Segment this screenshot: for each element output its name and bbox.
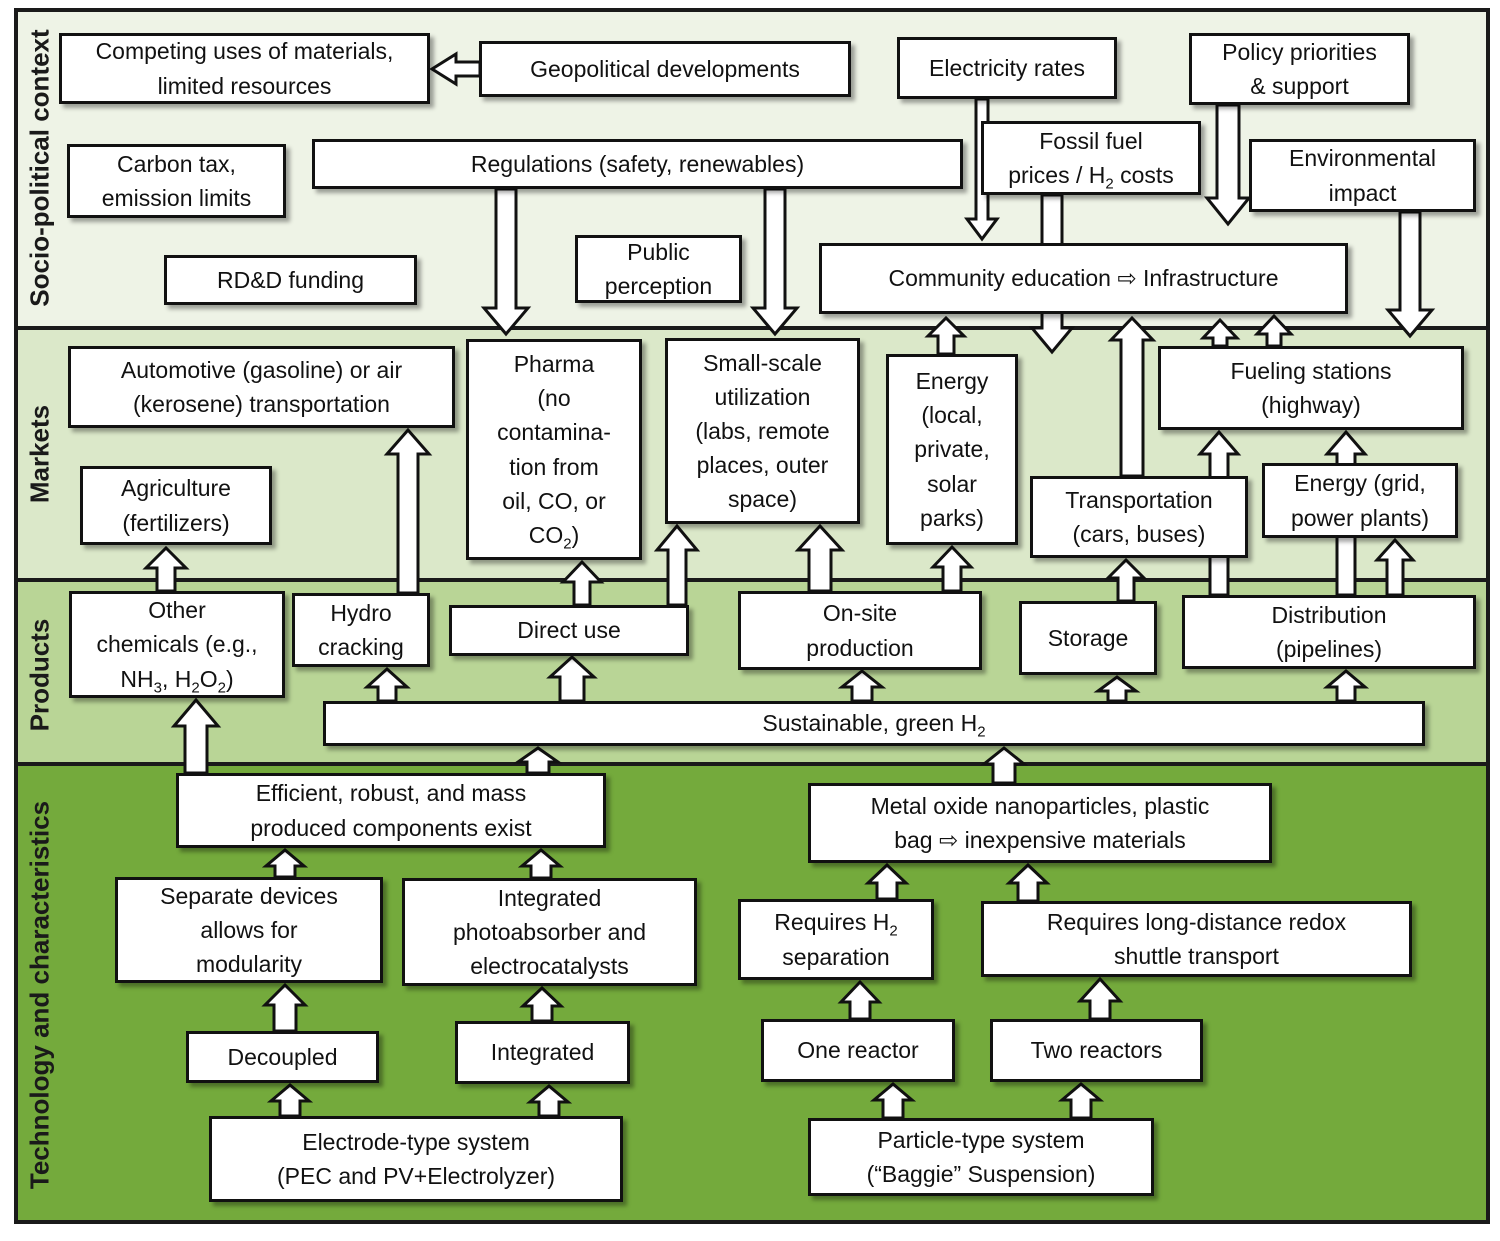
arrow-storage-to-transportation	[1104, 557, 1148, 603]
box-requires-redox-shuttle: Requires long-distance redox shuttle tra…	[981, 901, 1412, 977]
arrow-efficient-to-green	[513, 746, 563, 775]
arrow-other-chemicals-to-agriculture	[142, 545, 190, 593]
arrow-green-to-hydro-cracking	[363, 666, 411, 703]
box-onsite-production: On-site production	[738, 591, 982, 670]
box-decoupled: Decoupled	[186, 1031, 379, 1083]
box-direct-use: Direct use	[449, 605, 689, 656]
arrow-direct-use-to-small-scale	[653, 523, 701, 607]
arrow-redox-to-metal-oxide	[1005, 862, 1051, 903]
arrow-particle-to-two-reactors	[1057, 1082, 1105, 1120]
arrow-h2-sep-to-metal-oxide	[864, 862, 910, 901]
arrow-electrode-to-integrated	[525, 1084, 573, 1118]
box-public-perception: Public perception	[575, 235, 742, 303]
arrow-fueling-to-community-right	[1253, 313, 1295, 348]
box-fueling-stations: Fueling stations (highway)	[1158, 346, 1464, 430]
arrow-green-to-storage	[1093, 675, 1141, 703]
arrow-onsite-to-small-scale	[794, 523, 846, 593]
box-integrated-photoabsorber: Integrated photoabsorber and electrocata…	[402, 878, 697, 986]
arrow-green-to-distribution	[1322, 669, 1370, 703]
box-community-education: Community education ⇨ Infrastructure	[819, 243, 1348, 314]
arrow-energy-local-to-community	[924, 315, 968, 356]
arrow-green-to-onsite	[837, 669, 887, 703]
arrow-regulations-to-pharma	[480, 187, 532, 337]
box-efficient-components: Efficient, robust, and mass produced com…	[176, 773, 606, 848]
box-policy-priorities: Policy priorities & support	[1189, 33, 1410, 105]
arrow-efficient-to-other-chemicals	[170, 697, 222, 775]
arrow-policy-to-community	[1203, 103, 1253, 227]
arrow-decoupled-to-separate	[261, 982, 309, 1033]
box-carbon-tax: Carbon tax, emission limits	[67, 144, 286, 218]
box-geopolitical-developments: Geopolitical developments	[479, 41, 851, 97]
arrow-particle-to-one-reactor	[869, 1082, 917, 1120]
arrow-one-reactor-to-h2-sep	[837, 979, 883, 1021]
arrow-integrated-to-integrated-photo	[519, 985, 565, 1023]
box-green-h2: Sustainable, green H2	[323, 701, 1425, 746]
arrow-integrated-photo-to-efficient	[517, 848, 565, 880]
box-rdd-funding: RD&D funding	[164, 255, 417, 305]
arrow-onsite-to-energy-local	[929, 544, 975, 593]
box-hydro-cracking: Hydro cracking	[292, 593, 430, 667]
box-two-reactors: Two reactors	[990, 1019, 1203, 1082]
arrow-fueling-to-community-left	[1199, 317, 1241, 348]
box-electrode-type-system: Electrode-type system (PEC and PV+Electr…	[209, 1116, 623, 1202]
arrow-two-reactors-to-redox	[1076, 976, 1124, 1021]
box-competing-uses: Competing uses of materials, limited res…	[59, 33, 430, 104]
box-particle-type-system: Particle-type system (“Baggie” Suspensio…	[808, 1118, 1154, 1196]
arrow-metal-oxide-to-green	[979, 746, 1029, 785]
box-integrated: Integrated	[455, 1021, 630, 1084]
arrow-direct-use-to-pharma	[559, 559, 605, 607]
arrow-hydro-cracking-to-automotive	[383, 427, 433, 595]
box-small-scale-utilization: Small-scale utilization (labs, remote pl…	[665, 338, 860, 524]
box-electricity-rates: Electricity rates	[897, 37, 1117, 99]
box-environmental-impact: Environmental impact	[1249, 139, 1476, 212]
box-distribution: Distribution (pipelines)	[1182, 595, 1476, 669]
arrow-env-impact-to-fueling	[1384, 210, 1436, 339]
box-energy-grid: Energy (grid, power plants)	[1262, 463, 1458, 538]
arrow-regulations-to-small-scale	[749, 187, 801, 337]
arrow-green-to-direct-use	[546, 654, 598, 703]
arrow-transportation-to-community	[1107, 315, 1157, 478]
box-agriculture: Agriculture (fertilizers)	[80, 466, 272, 545]
box-regulations: Regulations (safety, renewables)	[312, 139, 963, 189]
box-separate-devices: Separate devices allows for modularity	[115, 877, 383, 983]
box-transportation-cars: Transportation (cars, buses)	[1030, 476, 1248, 558]
arrow-electrode-to-decoupled	[266, 1083, 314, 1118]
box-storage: Storage	[1019, 601, 1157, 675]
box-energy-local: Energy (local, private, solar parks)	[886, 354, 1018, 545]
box-metal-oxide-nanoparticles: Metal oxide nanoparticles, plastic bag ⇨…	[808, 783, 1272, 863]
arrow-geopolitical-to-competing	[429, 51, 482, 87]
arrow-separate-to-efficient	[261, 848, 309, 879]
box-automotive-transportation: Automotive (gasoline) or air (kerosene) …	[68, 346, 455, 428]
arrow-distribution-to-energy-grid-right	[1373, 537, 1417, 597]
box-one-reactor: One reactor	[761, 1019, 955, 1082]
